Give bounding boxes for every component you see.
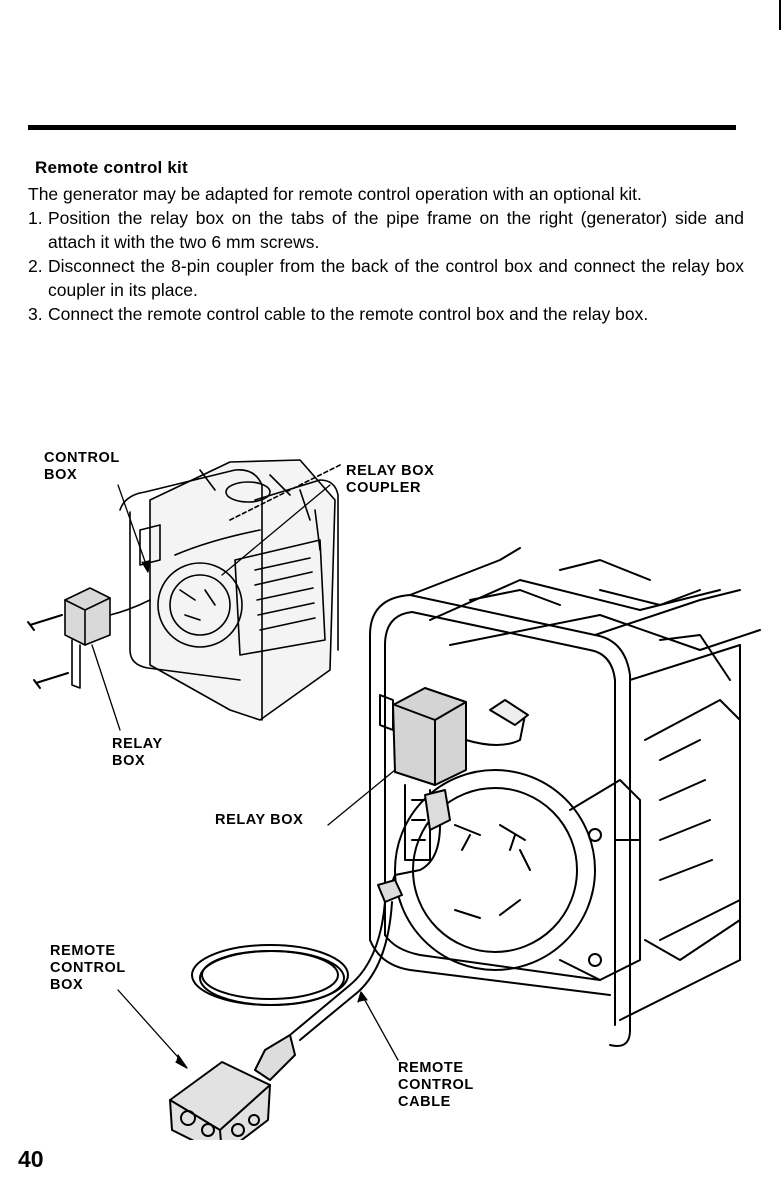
step-number: 3.: [28, 304, 43, 324]
label-relay-box-coupler: RELAY BOX COUPLER: [346, 463, 435, 496]
remote-control-cable: [191, 824, 441, 1081]
remote-control-box: [169, 1061, 271, 1156]
main-generator: [369, 547, 761, 1047]
step-number: 1.: [28, 208, 43, 228]
label-remote-control-cable: REMOTE CONTROL CABLE: [398, 1060, 474, 1110]
steps-list: 1.Position the relay box on the tabs of …: [28, 206, 744, 326]
label-relay-box-small: RELAY BOX: [112, 736, 163, 769]
intro-paragraph: The generator may be adapted for remote …: [28, 184, 642, 204]
inset-relay-box: [27, 587, 151, 689]
section-title: Remote control kit: [35, 158, 188, 177]
step-text: Connect the remote control cable to the …: [48, 304, 649, 324]
header-rule: [28, 125, 736, 130]
main-leader-lines: [117, 769, 399, 1069]
installation-figure: CONTROL BOX RELAY BOX COUPLER RELAY BOX …: [0, 440, 781, 1156]
page-number: 40: [18, 1146, 44, 1172]
generator-illustration: [27, 459, 761, 1156]
step-3: 3.Connect the remote control cable to th…: [28, 302, 744, 326]
label-control-box: CONTROL BOX: [44, 450, 120, 483]
inset-generator: [119, 459, 341, 721]
step-text: Disconnect the 8-pin coupler from the ba…: [48, 256, 744, 300]
inset-leader-lines: [91, 484, 331, 731]
label-remote-control-box: REMOTE CONTROL BOX: [50, 943, 126, 993]
body-text: The generator may be adapted for remote …: [28, 182, 744, 326]
page-edge-mark: [779, 0, 781, 30]
step-text: Position the relay box on the tabs of th…: [48, 208, 744, 252]
step-1: 1.Position the relay box on the tabs of …: [28, 206, 744, 254]
label-relay-box-main: RELAY BOX: [215, 812, 304, 828]
main-relay-box: [379, 687, 529, 861]
step-2: 2.Disconnect the 8-pin coupler from the …: [28, 254, 744, 302]
step-number: 2.: [28, 256, 43, 276]
